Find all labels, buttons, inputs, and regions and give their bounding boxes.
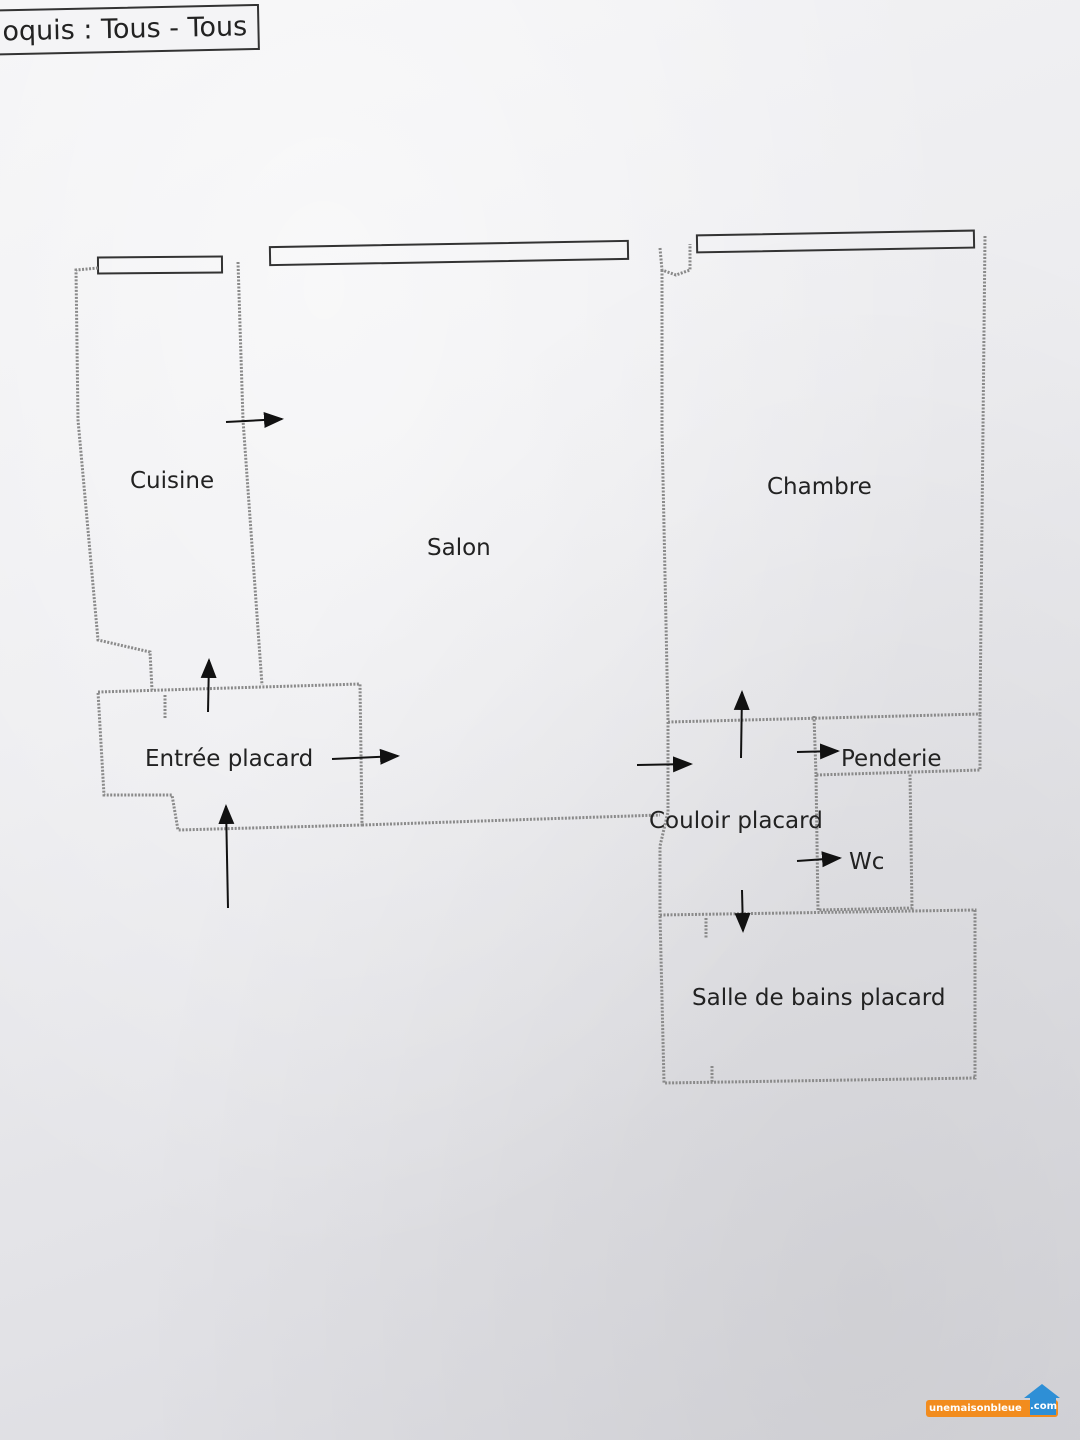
house-icon: [1024, 1384, 1060, 1398]
arrow-cuisine-salon: [225, 411, 284, 428]
wall-sdb: [658, 908, 977, 1085]
wall-chambre-bottom: [667, 712, 981, 724]
label-salon: Salon: [427, 535, 491, 561]
arrow-salon-couloir: [636, 756, 693, 773]
label-couloir: Couloir placard: [649, 808, 823, 834]
wall-penderie: [812, 714, 982, 777]
watermark-text: unemaisonbleue: [926, 1400, 1058, 1417]
wall-sdb-inner: [704, 918, 714, 1082]
label-penderie: Penderie: [841, 746, 942, 772]
watermark-suffix: .com: [1030, 1398, 1057, 1415]
label-chambre: Chambre: [767, 474, 872, 500]
wall-wc: [814, 773, 914, 912]
wall-couloir-left: [658, 722, 670, 915]
arrow-couloir-wc: [796, 851, 842, 868]
wall-chambre-right: [978, 235, 987, 715]
label-wc: Wc: [849, 849, 884, 875]
window-chambre: [695, 229, 976, 254]
arrow-entree-cuisine: [200, 658, 217, 713]
wall-chambre-left: [658, 244, 692, 277]
arrow-couloir-sdb: [734, 889, 751, 933]
arrow-couloir-penderie: [796, 743, 840, 760]
label-sdb: Salle de bains placard: [692, 985, 945, 1011]
label-entree: Entrée placard: [145, 746, 313, 772]
wall-cuisine: [74, 266, 154, 691]
watermark-logo: unemaisonbleue .com: [926, 1384, 1060, 1420]
arrow-couloir-chambre: [733, 690, 750, 759]
wall-cuisine-salon: [236, 261, 264, 686]
wall-salon-bottom: [361, 813, 661, 827]
wall-entree: [96, 682, 364, 832]
window-cuisine: [96, 255, 224, 275]
arrow-entree-salon: [331, 748, 400, 765]
wall-chambre-outer: [660, 270, 670, 721]
label-cuisine: Cuisine: [130, 468, 214, 494]
window-salon: [268, 239, 630, 267]
arrow-front-door: [218, 804, 235, 909]
